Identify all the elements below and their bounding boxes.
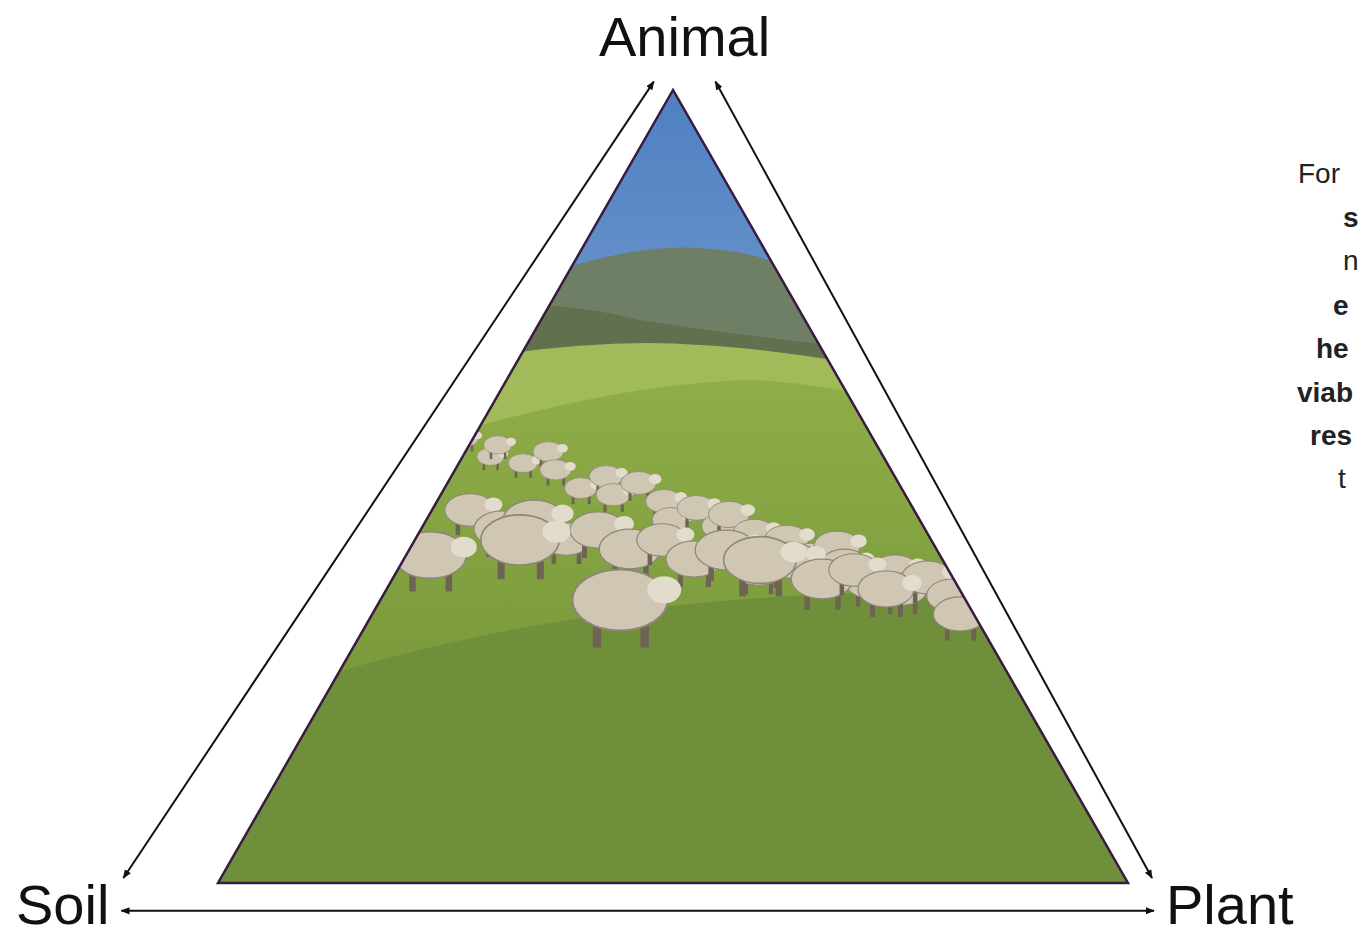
sheep (481, 515, 571, 579)
double-arrow (715, 82, 1152, 878)
sheep (484, 436, 516, 459)
sheep (427, 412, 456, 433)
sky (200, 80, 1150, 900)
sheep (572, 569, 681, 647)
double-arrow (123, 82, 653, 878)
side-text-fragment: viab (1297, 376, 1353, 410)
double-arrow (121, 910, 1154, 912)
side-text-fragment: t (1338, 462, 1346, 496)
side-text-fragment: n (1343, 244, 1359, 278)
corner-label: Animal (599, 6, 770, 68)
corner-label: Plant (1166, 874, 1294, 935)
slope (200, 380, 1150, 900)
corner-label-text: Plant (1166, 874, 1294, 935)
green-hill (200, 343, 1150, 900)
sheep-flock (394, 412, 995, 648)
side-text-fragment: he (1316, 332, 1349, 366)
side-text-fragment: e (1333, 289, 1349, 323)
triangle-outline (218, 90, 1128, 883)
side-text-fragment: s (1343, 201, 1359, 235)
photo-clip (200, 80, 1150, 900)
side-text-fragment: res (1310, 419, 1352, 453)
corner-label-text: Animal (599, 6, 770, 68)
foreground-grass (200, 592, 1150, 900)
side-text-fragment: For (1298, 157, 1340, 191)
sheep (858, 571, 922, 617)
corner-label-text: Soil (16, 874, 109, 935)
corner-label: Soil (16, 874, 109, 935)
sheep (394, 532, 477, 592)
sheep (724, 537, 807, 597)
